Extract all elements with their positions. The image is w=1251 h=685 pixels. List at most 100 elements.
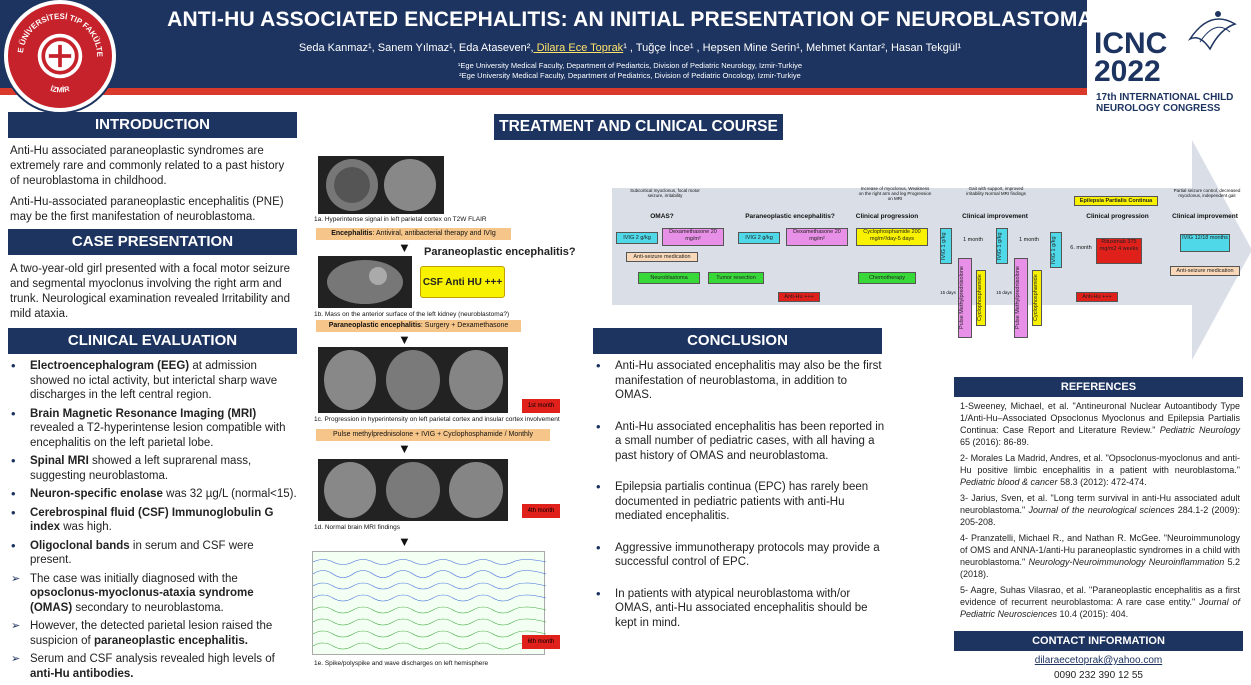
caption-1d: 1d. Normal brain MRI findings: [314, 524, 400, 531]
mri-image-1d: [318, 459, 508, 521]
caption-1a: 1a. Hyperintense signal in left parietal…: [314, 216, 487, 223]
timeline-anti-hu-1: Anti-Hu +++: [778, 292, 820, 302]
introduction-heading: INTRODUCTION: [8, 112, 297, 138]
pne-label: Paraneoplastic encephalitis?: [424, 246, 576, 258]
timeline-pulse-mp-1: Pulse Methylprednisolone: [958, 258, 972, 338]
timeline-stage-progression-1: Clinical progression: [855, 213, 919, 220]
university-logo: EGE ÜNİVERSİTESİ TIP FAKÜLTESİ İZMİR: [4, 0, 116, 112]
list-item: Serum and CSF analysis revealed high lev…: [8, 652, 298, 681]
list-item: Cerebrospinal fluid (CSF) Immunoglobulin…: [8, 506, 298, 535]
timeline-note-3: Gait with support, improved irritability…: [966, 186, 1026, 196]
authors-post: ¹ , Tuğçe İnce¹ , Hepsen Mine Serin¹, Me…: [623, 42, 962, 54]
congress-line-1: 17th INTERNATIONAL CHILD: [1096, 92, 1234, 103]
reference-item: 1-Sweeney, Michael, et al. "Antineuronal…: [960, 401, 1240, 447]
arrow-down-icon: ▼: [398, 441, 411, 456]
timeline-cyclophosphamide: Cyclophosphamide 200 mg/m²/day-5 days: [856, 228, 928, 246]
authors-pre: Seda Kanmaz¹, Sanem Yılmaz¹, Eda Ataseve…: [298, 42, 534, 54]
timeline-anti-hu-2: Anti-Hu +++: [1076, 292, 1118, 302]
timeline-rituximab: Rituximab 375 mg/m2 4 weeks: [1096, 238, 1142, 264]
congress-line-2: NEUROLOGY CONGRESS: [1096, 103, 1221, 114]
references-heading: REFERENCES: [954, 377, 1243, 397]
conclusion-heading: CONCLUSION: [593, 328, 882, 354]
introduction-paragraph-2: Anti-Hu-associated paraneoplastic enceph…: [10, 196, 284, 223]
timeline-note-4: Partial seizure control, decreased myocl…: [1173, 188, 1241, 198]
case-presentation-body: A two-year-old girl presented with a foc…: [10, 263, 290, 320]
timeline-dexamethasone-1: Dexamethasone 20 mg/m²: [662, 228, 724, 246]
list-item: Anti-Hu associated encephalitis has been…: [593, 420, 885, 464]
timeline-stage-improvement-2: Clinical improvement: [1172, 213, 1238, 220]
list-item: Electroencephalogram (EEG) at admission …: [8, 359, 298, 403]
caption-1c: 1c. Progression in hyperintensity on lef…: [314, 416, 560, 423]
mri-image-1c: [318, 347, 508, 413]
timeline-ivig-maintenance: IVIG 12/18 months: [1180, 234, 1230, 252]
timeline-ivig-vertical-3: IVIG 1 g/kg: [1050, 232, 1062, 268]
reference-item: 2- Morales La Madrid, Andres, et al. "Op…: [960, 453, 1240, 487]
timeline-anti-seizure-2: Anti-seizure medication: [1170, 266, 1240, 276]
reference-item: 5- Aagre, Suhas Vilasrao, et al. "Parane…: [960, 585, 1241, 619]
timeline-ivig-2: IVIG 2 g/kg: [738, 232, 780, 244]
arrow-down-icon: ▼: [398, 534, 411, 549]
clinical-course-timeline: [612, 188, 1192, 305]
list-item: Neuron-specific enolase was 32 µg/L (nor…: [8, 487, 298, 502]
treatment-bar-1c: Pulse methylprednisolone + IVIG + Cyclop…: [316, 429, 550, 441]
month-tag-2: 4th month: [522, 504, 560, 518]
timeline-stage-pne: Paraneoplastic encephalitis?: [745, 213, 835, 220]
timeline-stage-improvement-1: Clinical improvement: [962, 213, 1028, 220]
contact-email-link[interactable]: dilaraecetoprak@yahoo.com: [1034, 655, 1163, 666]
introduction-paragraph-1: Anti-Hu associated paraneoplastic syndro…: [10, 145, 285, 187]
csf-anti-hu-badge: CSF Anti HU +++: [420, 266, 505, 298]
congress-year: 2022: [1094, 55, 1161, 88]
list-item: Aggressive immunotherapy protocols may p…: [593, 541, 885, 570]
timeline-cyclophosphamide-v1: Cyclophosphamide: [976, 270, 986, 326]
list-item: Epilepsia partialis continua (EPC) has r…: [593, 480, 885, 524]
timeline-days-2: 15 days: [996, 290, 1012, 295]
arrow-down-icon: ▼: [398, 240, 411, 255]
affiliation-2: ²Ege University Medical Faculty, Departm…: [459, 71, 801, 80]
introduction-body: Anti-Hu associated paraneoplastic syndro…: [10, 144, 295, 225]
case-presentation-heading: CASE PRESENTATION: [8, 229, 297, 255]
timeline-month-2: 1 month: [1019, 237, 1039, 243]
treatment-bar-1b: Paraneoplastic encephalitis: Surgery + D…: [316, 320, 521, 332]
timeline-days-1: 15 days: [940, 290, 956, 295]
congress-subtitle: 17th INTERNATIONAL CHILD NEUROLOGY CONGR…: [1096, 92, 1233, 114]
month-tag-3: 6th month: [522, 635, 560, 649]
caption-1e: 1e. Spike/polyspike and wave discharges …: [314, 660, 489, 667]
mri-image-1b: [318, 256, 412, 308]
timeline-stage-progression-2: Clinical progression: [1086, 213, 1149, 220]
congress-logo-text: ICNC 2022: [1094, 27, 1168, 88]
timeline-dexamethasone-2: Dexamethasone 20 mg/m²: [786, 228, 848, 246]
treatment-heading: TREATMENT AND CLINICAL COURSE: [494, 114, 783, 140]
timeline-month-6: 6. month: [1070, 245, 1092, 251]
mri-image-1a: [318, 156, 444, 214]
poster-title: ANTI-HU ASSOCIATED ENCEPHALITIS: AN INIT…: [167, 8, 1093, 31]
reference-item: 4- Pranzatelli, Michael R., and Nathan R…: [960, 533, 1240, 579]
list-item: Spinal MRI showed a left suprarenal mass…: [8, 454, 298, 483]
arrow-down-icon: ▼: [398, 332, 411, 347]
presenting-author-link[interactable]: Dilara Ece Toprak: [533, 42, 624, 54]
timeline-ivig-1: IVIG 2 g/kg: [616, 232, 658, 244]
list-item: Brain Magnetic Resonance Imaging (MRI) r…: [8, 407, 298, 451]
month-tag-1: 1st month: [522, 399, 560, 413]
timeline-note-2: Increase of myoclonus, Weakness on the r…: [858, 186, 932, 201]
header-banner: [0, 0, 1087, 88]
list-item: In patients with atypical neuroblastoma …: [593, 587, 885, 631]
timeline-neuroblastoma: Neuroblastoma: [638, 272, 700, 284]
whirling-dervish-icon: [1187, 11, 1237, 51]
author-list: Seda Kanmaz¹, Sanem Yılmaz¹, Eda Ataseve…: [130, 42, 1130, 54]
timeline-epc: Epilepsia Partialis Continua: [1074, 196, 1158, 206]
clinical-evaluation-list: Electroencephalogram (EEG) at admission …: [8, 359, 298, 685]
timeline-ivig-vertical-1: IVIG 1 g/kg: [940, 228, 952, 264]
treatment-bar-1a: Encephalitis: Antiviral, antibacterial t…: [316, 228, 511, 240]
affiliation-1: ¹Ege University Medical Faculty, Departm…: [457, 61, 803, 70]
congress-name: ICNC: [1094, 27, 1168, 60]
conclusion-list: Anti-Hu associated encephalitis may also…: [593, 359, 885, 647]
list-item: The case was initially diagnosed with th…: [8, 572, 298, 616]
timeline-pulse-mp-2: Pulse Methylprednisolone: [1014, 258, 1028, 338]
timeline-ivig-vertical-2: IVIG 1 g/kg: [996, 228, 1008, 264]
timeline-stage-omas: OMAS?: [650, 213, 674, 220]
list-item: Anti-Hu associated encephalitis may also…: [593, 359, 885, 403]
list-item: Oligoclonal bands in serum and CSF were …: [8, 539, 298, 568]
timeline-month-1: 1 month: [963, 237, 983, 243]
reference-item: 3- Jarius, Sven, et al. "Long term survi…: [960, 493, 1240, 527]
logo-text-bottom: İZMİR: [49, 84, 71, 94]
